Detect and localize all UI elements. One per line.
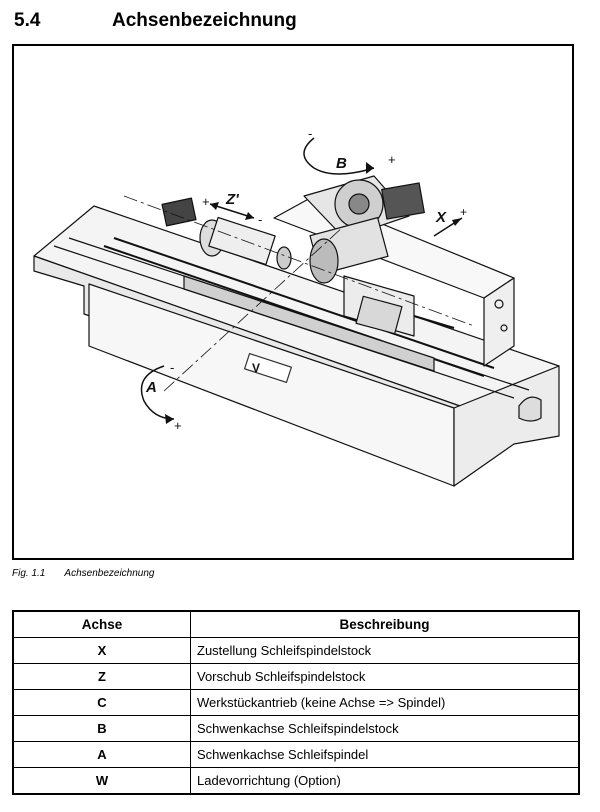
axis-cell: B <box>12 715 191 742</box>
spindle-motor <box>381 182 425 220</box>
z-axis-arrowhead-left <box>210 202 219 210</box>
a-axis-arrowhead <box>165 414 174 424</box>
z-axis-minus: - <box>258 212 262 227</box>
description-cell: Ladevorrichtung (Option) <box>190 767 580 795</box>
table-row: C Werkstückantrieb (keine Achse => Spind… <box>12 689 580 716</box>
description-cell: Schwenkachse Schleifspindelstock <box>190 715 580 742</box>
machine-figure: V B - + Z' + - X + A - + <box>12 44 574 560</box>
z-axis-arrowhead-right <box>245 212 254 220</box>
table-row: Z Vorschub Schleifspindelstock <box>12 663 580 690</box>
tailstock-block <box>355 295 403 335</box>
rear-cabinet-side <box>483 277 515 367</box>
b-axis-label: B <box>336 155 347 172</box>
workpiece-spindle <box>276 246 292 270</box>
table-row: X Zustellung Schleifspindelstock <box>12 637 580 664</box>
tailstock-quill <box>413 315 455 329</box>
a-axis-minus: - <box>170 360 174 375</box>
axis-table: Achse Beschreibung X Zustellung Schleifs… <box>12 610 580 795</box>
description-cell: Zustellung Schleifspindelstock <box>190 637 580 664</box>
grinding-disc <box>309 238 339 284</box>
axis-cell: A <box>12 741 191 768</box>
section-title: Achsenbezeichnung <box>112 10 297 31</box>
bed-notch <box>518 396 542 422</box>
caption-text: Achsenbezeichnung <box>64 568 155 579</box>
brand-logo: V <box>244 352 292 384</box>
b-axis-arrowhead <box>366 162 374 174</box>
a-axis-plus: + <box>174 418 182 433</box>
axis-cell: C <box>12 689 191 716</box>
a-axis-arrow <box>140 365 175 420</box>
table-header-row: Achse Beschreibung <box>12 610 580 638</box>
table-row: W Ladevorrichtung (Option) <box>12 767 580 795</box>
axis-cell: Z <box>12 663 191 690</box>
figure-caption: Fig. 1.1 Achsenbezeichnung <box>12 568 155 579</box>
x-axis-label: X <box>435 209 447 226</box>
description-cell: Vorschub Schleifspindelstock <box>190 663 580 690</box>
description-cell: Werkstückantrieb (keine Achse => Spindel… <box>190 689 580 716</box>
a-axis-label: A <box>145 379 157 396</box>
axis-cell: X <box>12 637 191 664</box>
header-description: Beschreibung <box>190 610 580 638</box>
a-axis-centerline <box>163 225 345 392</box>
machine-drawing: V B - + Z' + - X + A - + <box>33 126 560 487</box>
x-axis-arrowhead <box>452 218 462 226</box>
header-axis: Achse <box>12 610 191 638</box>
z-axis-label: Z' <box>225 191 239 208</box>
work-table <box>183 275 435 372</box>
cabinet-hole <box>500 324 508 332</box>
grinding-wheel-hub <box>348 193 370 215</box>
b-axis-arrow <box>303 137 375 175</box>
caption-number: Fig. 1.1 <box>12 568 46 579</box>
x-axis-plus: + <box>460 205 467 219</box>
guide-rail <box>113 237 495 369</box>
machine-base-side <box>453 365 560 487</box>
axis-cell: W <box>12 767 191 795</box>
cabinet-hole <box>494 299 504 309</box>
b-axis-plus: + <box>388 152 396 167</box>
table-row: A Schwenkachse Schleifspindel <box>12 741 580 768</box>
svg-text:V: V <box>252 361 260 375</box>
headstock-motor <box>161 197 197 227</box>
description-cell: Schwenkachse Schleifspindel <box>190 741 580 768</box>
b-axis-minus: - <box>308 126 312 141</box>
section-number: 5.4 <box>14 10 41 31</box>
z-axis-plus: + <box>202 194 210 209</box>
table-row: B Schwenkachse Schleifspindelstock <box>12 715 580 742</box>
section-heading: 5.4 Achsenbezeichnung <box>12 6 588 36</box>
axis-centerline <box>123 195 475 327</box>
